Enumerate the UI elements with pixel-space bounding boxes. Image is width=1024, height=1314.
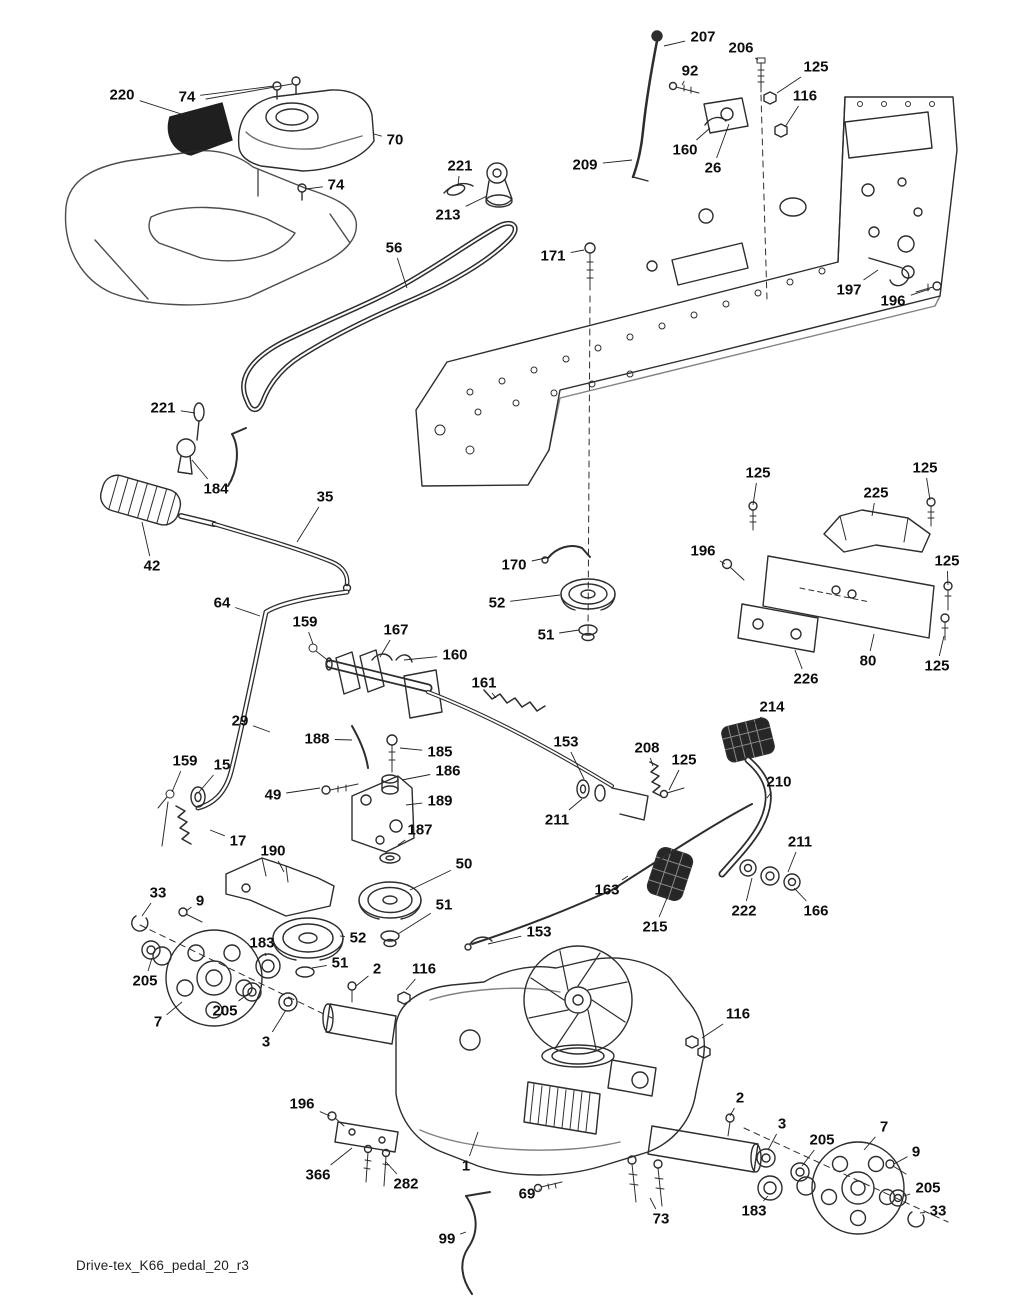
hood-assembly bbox=[64, 76, 375, 306]
pedal-rod-64 bbox=[195, 589, 350, 811]
idler-pulley-group bbox=[541, 545, 616, 642]
grip-42 bbox=[99, 474, 217, 527]
transaxle-assembly bbox=[322, 945, 762, 1176]
shift-rod-35 bbox=[211, 521, 352, 593]
air-duct-220 bbox=[167, 102, 233, 156]
leader-lines bbox=[139, 40, 949, 1235]
pedal-shaft-hardware bbox=[157, 786, 206, 847]
right-hub-group bbox=[743, 1127, 949, 1235]
frame-rail bbox=[415, 96, 958, 487]
clip-and-key-group bbox=[176, 402, 247, 487]
drawing-filename: Drive-tex_K66_pedal_20_r3 bbox=[76, 1258, 250, 1273]
mandrel-bracket-189 bbox=[321, 734, 415, 864]
bracket-366-group bbox=[327, 1111, 399, 1187]
cross-shaft-assembly bbox=[308, 643, 614, 788]
bracket-190 bbox=[225, 857, 335, 917]
support-brackets bbox=[721, 497, 953, 653]
pedal-group bbox=[464, 717, 801, 951]
left-hub-group bbox=[131, 907, 333, 1027]
shift-lever-group bbox=[631, 30, 788, 301]
pulley-52-lower-group bbox=[272, 917, 344, 978]
pulley-50-group bbox=[358, 881, 422, 948]
clamp-197-group bbox=[868, 257, 942, 293]
bottom-hardware bbox=[461, 1155, 665, 1295]
drive-belt bbox=[241, 220, 518, 413]
bolt-171-group bbox=[584, 242, 596, 637]
